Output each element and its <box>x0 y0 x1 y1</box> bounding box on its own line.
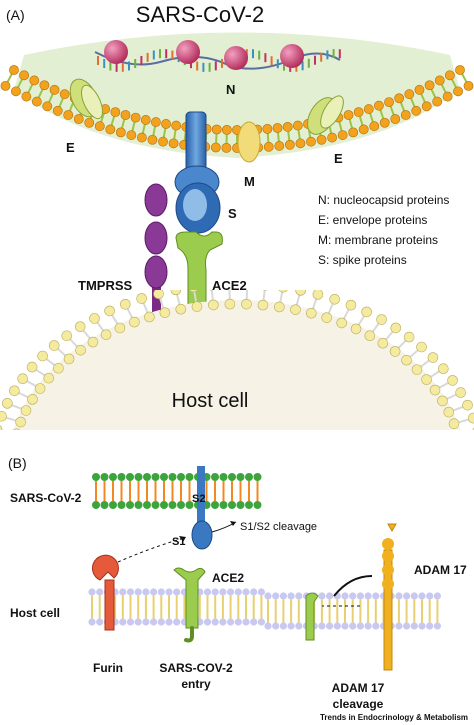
panel-a: (A) SARS-CoV-2 N E E M <box>0 2 474 430</box>
label-s1s2-cleavage: S1/S2 cleavage <box>240 521 317 533</box>
b-ace2-receptor <box>173 567 206 643</box>
furin-arrow <box>117 537 185 563</box>
label-entry-1: SARS-COV-2 <box>159 661 233 675</box>
label-ace2: ACE2 <box>212 278 247 293</box>
footer-credit: Trends in Endocrinology & Metabolism <box>320 713 468 722</box>
nucleocapsid-ball <box>224 46 248 70</box>
panel-a-tag: (A) <box>6 7 25 23</box>
b-spike <box>191 466 213 550</box>
label-adam17: ADAM 17 <box>414 563 467 577</box>
label-ace2-b: ACE2 <box>212 571 244 585</box>
label-adam-cleavage-2: cleavage <box>333 697 384 711</box>
panel-b-tag: (B) <box>8 455 27 471</box>
nucleocapsid-ball <box>176 40 200 64</box>
b-host-membrane-left <box>88 588 265 626</box>
host-cell <box>0 290 474 430</box>
adam17-curved-arrow <box>333 575 373 597</box>
label-sars-cov-2-b: SARS-CoV-2 <box>10 491 82 505</box>
label-e-left: E <box>66 140 75 155</box>
label-furin: Furin <box>93 661 123 675</box>
label-e-right: E <box>334 151 343 166</box>
b-ace2-shed <box>305 592 319 641</box>
label-host-cell: Host cell <box>172 390 249 412</box>
panel-a-title: SARS-CoV-2 <box>136 2 264 27</box>
legend-m: M: membrane proteins <box>318 233 438 247</box>
adam17-protein <box>382 523 397 671</box>
host-membrane <box>0 290 474 430</box>
panel-b: (B) SARS-CoV-2 Host cell S2 S1 S1/S2 cle… <box>8 455 467 711</box>
nucleocapsid <box>94 40 341 72</box>
legend-e: E: envelope proteins <box>318 213 427 227</box>
label-host-cell-b: Host cell <box>10 606 60 620</box>
furin-arrowhead <box>179 536 186 542</box>
label-s2: S2 <box>192 493 205 505</box>
envelope-protein-left <box>69 78 104 120</box>
rna-strand <box>97 49 341 72</box>
membrane-protein-m <box>237 121 261 163</box>
furin-protein <box>91 554 119 631</box>
label-tmprss: TMPRSS <box>78 278 133 293</box>
legend-s: S: spike proteins <box>318 253 407 267</box>
b-virus-membrane <box>92 473 262 509</box>
nucleocapsid-ball <box>280 44 304 68</box>
b-host-membrane-right <box>264 592 441 630</box>
label-m: M <box>244 174 255 189</box>
cleavage-arrowhead <box>230 521 236 526</box>
label-adam-cleavage-1: ADAM 17 <box>332 681 385 695</box>
legend: N: nucleocapsid proteins E: envelope pro… <box>318 193 449 267</box>
nucleocapsid-ball <box>104 40 128 64</box>
label-s: S <box>228 206 237 221</box>
spike-protein <box>174 111 221 234</box>
envelope-protein-right <box>307 95 344 135</box>
legend-n: N: nucleocapsid proteins <box>318 193 449 207</box>
label-entry-2: entry <box>181 677 211 691</box>
label-n: N <box>226 82 235 97</box>
